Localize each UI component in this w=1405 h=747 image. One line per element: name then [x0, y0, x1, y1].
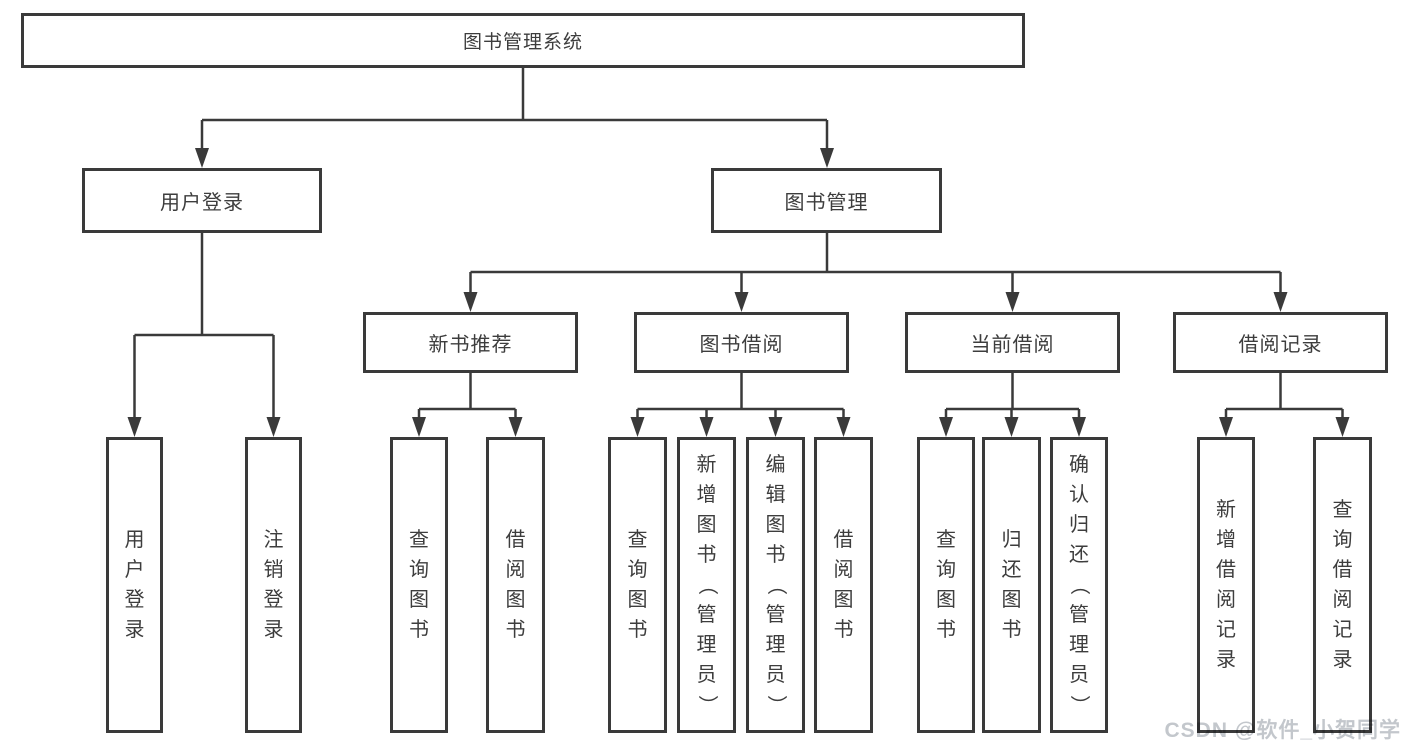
leaf-query-books-current: 查询图书: [917, 437, 975, 733]
node-root-book-management-system: 图书管理系统: [21, 13, 1025, 68]
leaf-logout: 注销登录: [245, 437, 302, 733]
node-book-management: 图书管理: [711, 168, 942, 233]
connector-records-to-leaves: [1224, 373, 1344, 419]
node-user-login-label: 用户登录: [160, 192, 244, 214]
leaf-query-books-recommend-label: 查询图书: [409, 529, 429, 641]
leaf-add-books-admin-label: 新增图书（管理员）: [695, 454, 718, 715]
leaf-return-books: 归还图书: [982, 437, 1041, 733]
leaf-user-login-label: 用户登录: [124, 529, 145, 641]
leaf-query-books-current-label: 查询图书: [936, 529, 956, 641]
node-book-borrowing: 图书借阅: [634, 312, 849, 373]
node-current-borrowing: 当前借阅: [905, 312, 1120, 373]
arrowheads: [127, 148, 1350, 437]
leaf-query-borrow-record: 查询借阅记录: [1313, 437, 1372, 733]
node-root-label: 图书管理系统: [462, 32, 583, 53]
leaf-query-books-borrowing-label: 查询图书: [627, 529, 648, 641]
leaf-query-borrow-record-label: 查询借阅记录: [1332, 499, 1353, 671]
leaf-return-books-label: 归还图书: [1001, 529, 1022, 641]
leaf-borrow-books-recommend: 借阅图书: [486, 437, 545, 733]
leaf-edit-books-admin: 编辑图书（管理员）: [746, 437, 805, 733]
node-book-borrowing-label: 图书借阅: [699, 334, 784, 356]
connector-book-mgmt-to-level3: [469, 233, 1282, 294]
connector-user-login-to-leaves: [133, 233, 275, 419]
node-book-management-label: 图书管理: [784, 192, 869, 214]
connector-current-to-leaves: [944, 373, 1081, 419]
connector-borrowing-to-leaves: [636, 373, 845, 419]
leaf-user-login: 用户登录: [106, 437, 163, 733]
connector-recommend-to-leaves: [417, 373, 517, 419]
node-new-book-recommend: 新书推荐: [363, 312, 578, 373]
leaf-confirm-return-admin: 确认归还（管理员）: [1050, 437, 1108, 733]
leaf-edit-books-admin-label: 编辑图书（管理员）: [764, 454, 787, 715]
leaf-add-books-admin: 新增图书（管理员）: [677, 437, 736, 733]
leaf-add-borrow-record-label: 新增借阅记录: [1216, 499, 1236, 671]
connector-root-to-level2: [200, 68, 829, 152]
leaf-borrow-books: 借阅图书: [814, 437, 873, 733]
leaf-query-books-recommend: 查询图书: [390, 437, 448, 733]
csdn-watermark: CSDN @软件_小贺同学: [1164, 719, 1401, 742]
leaf-query-books-borrowing: 查询图书: [608, 437, 667, 733]
node-borrow-records: 借阅记录: [1173, 312, 1388, 373]
node-borrow-records-label: 借阅记录: [1238, 334, 1323, 356]
node-user-login: 用户登录: [82, 168, 322, 233]
leaf-borrow-books-recommend-label: 借阅图书: [505, 529, 526, 641]
leaf-borrow-books-label: 借阅图书: [833, 529, 854, 641]
leaf-add-borrow-record: 新增借阅记录: [1197, 437, 1255, 733]
node-new-book-recommend-label: 新书推荐: [428, 334, 513, 356]
leaf-logout-label: 注销登录: [263, 529, 284, 641]
node-current-borrowing-label: 当前借阅: [970, 334, 1055, 356]
leaf-confirm-return-admin-label: 确认归还（管理员）: [1068, 454, 1090, 715]
